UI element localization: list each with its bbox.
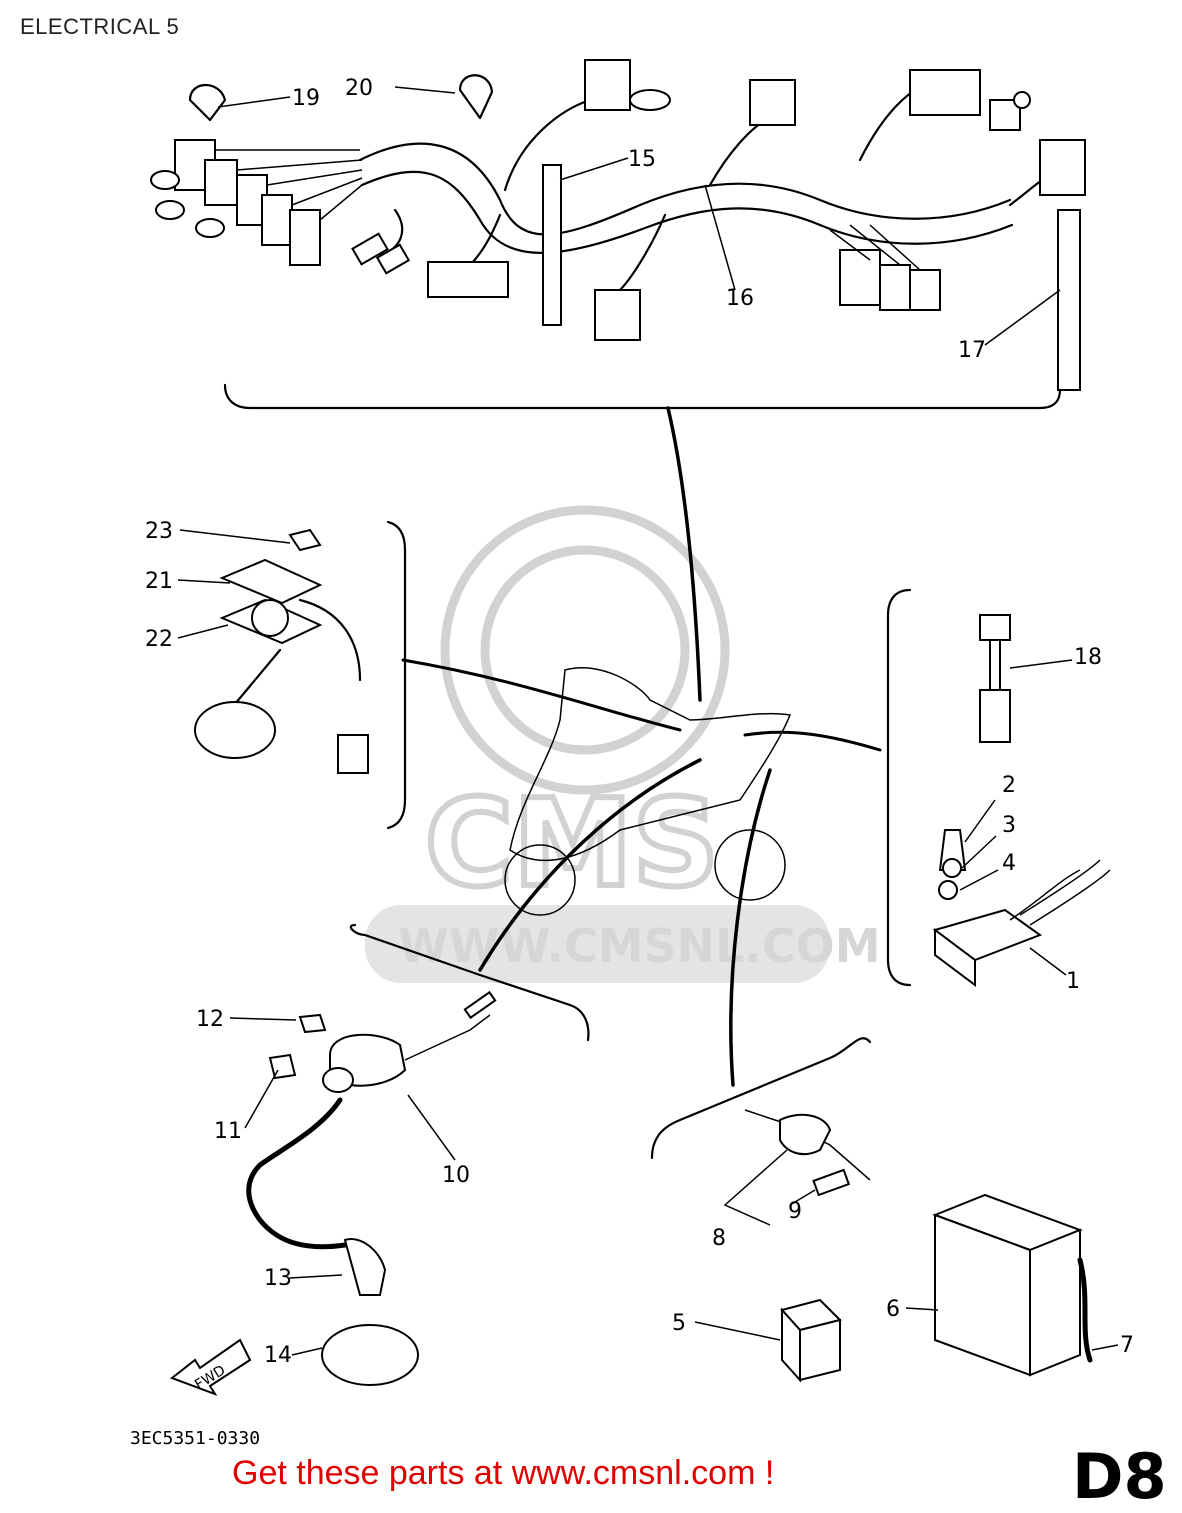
part-code: 3EC5351-0330 bbox=[130, 1428, 261, 1449]
right-components bbox=[886, 588, 1111, 987]
callout-10: 10 bbox=[442, 1163, 470, 1188]
footer-link[interactable]: Get these parts at www.cmsnl.com ! bbox=[232, 1454, 775, 1492]
callout-14: 14 bbox=[264, 1343, 292, 1368]
ignition-coil-assembly bbox=[229, 923, 590, 1386]
callout-18: 18 bbox=[1074, 645, 1102, 670]
callout-6: 6 bbox=[886, 1297, 900, 1322]
callout-15: 15 bbox=[628, 147, 656, 172]
callout-5: 5 bbox=[672, 1311, 686, 1336]
watermark-url: WWW.CMSNL.COM bbox=[398, 919, 881, 973]
callout-labels: 1 2 3 4 5 6 7 8 9 10 11 12 13 14 15 16 1… bbox=[145, 76, 1134, 1368]
callout-3: 3 bbox=[1002, 813, 1016, 838]
callout-8: 8 bbox=[712, 1226, 726, 1251]
cmsnl-watermark: WWW.CMSNL.COM CMS bbox=[365, 505, 881, 983]
callout-21: 21 bbox=[145, 569, 173, 594]
callout-11: 11 bbox=[214, 1119, 242, 1144]
fwd-arrow: FWD bbox=[169, 1338, 252, 1396]
callout-16: 16 bbox=[726, 286, 754, 311]
callout-9: 9 bbox=[788, 1199, 802, 1224]
callout-13: 13 bbox=[264, 1266, 292, 1291]
callout-12: 12 bbox=[196, 1007, 224, 1032]
callout-20: 20 bbox=[345, 76, 373, 101]
battery-relay-group bbox=[650, 1037, 1119, 1383]
callout-19: 19 bbox=[292, 86, 320, 111]
callout-17: 17 bbox=[958, 338, 986, 363]
scooter-outline bbox=[504, 666, 792, 916]
callout-2: 2 bbox=[1002, 773, 1016, 798]
callout-4: 4 bbox=[1002, 851, 1016, 876]
wire-harness-assembly bbox=[150, 59, 1086, 410]
page-code: D8 bbox=[1072, 1440, 1167, 1513]
callout-1: 1 bbox=[1066, 969, 1080, 994]
callout-22: 22 bbox=[145, 627, 173, 652]
callout-7: 7 bbox=[1120, 1333, 1134, 1358]
callout-23: 23 bbox=[145, 519, 173, 544]
fuel-sender-unit bbox=[177, 520, 407, 830]
page-title: ELECTRICAL 5 bbox=[20, 14, 180, 39]
